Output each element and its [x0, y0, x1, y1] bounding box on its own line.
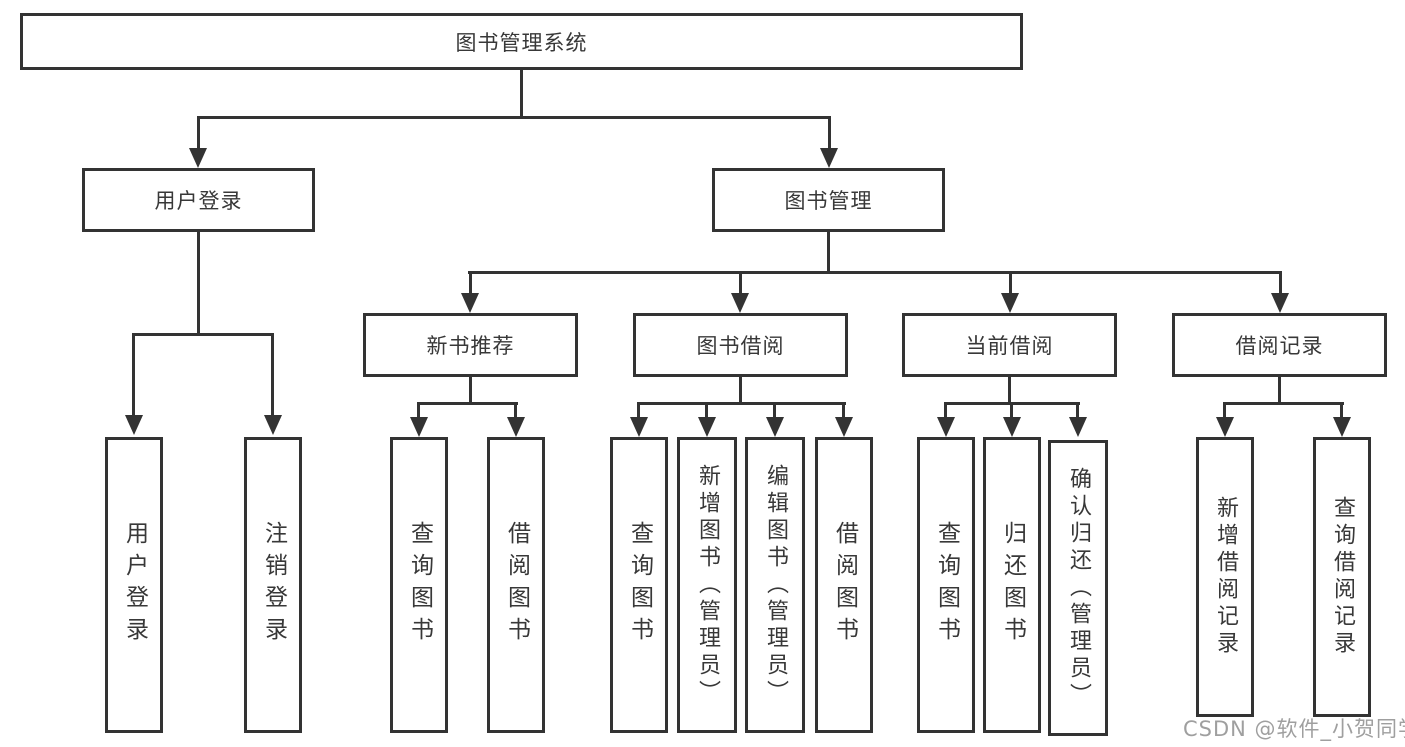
- node-current-borrow: 当前借阅: [902, 313, 1117, 377]
- connector-line: [197, 230, 200, 336]
- node-book-borrow: 图书借阅: [633, 313, 848, 377]
- arrowhead-down-icon: [125, 415, 143, 435]
- node-leaf-query-borrow-record: 查询借阅记录: [1313, 437, 1371, 717]
- connector-line: [944, 402, 947, 420]
- connector-line: [1008, 375, 1011, 405]
- node-leaf-add-borrow-record: 新增借阅记录: [1196, 437, 1254, 717]
- connector-line: [197, 116, 831, 119]
- node-borrow-record-label: 借阅记录: [1235, 334, 1324, 358]
- node-leaf-query-book-2: 查询图书: [610, 437, 668, 733]
- leaf-label: 查询图书: [626, 521, 653, 649]
- connector-line: [1009, 271, 1012, 297]
- connector-line: [637, 402, 640, 420]
- connector-line: [1010, 402, 1013, 420]
- arrowhead-down-icon: [189, 148, 207, 168]
- leaf-label: 编辑图书（管理员）: [763, 463, 788, 707]
- node-leaf-query-book-3: 查询图书: [917, 437, 975, 733]
- arrowhead-down-icon: [731, 293, 749, 313]
- node-leaf-query-book-1: 查询图书: [390, 437, 448, 733]
- connector-line: [842, 402, 845, 420]
- connector-line: [637, 402, 846, 405]
- node-leaf-borrow-book-1: 借阅图书: [487, 437, 545, 733]
- node-leaf-confirm-return-admin: 确认归还（管理员）: [1048, 440, 1108, 736]
- arrowhead-down-icon: [461, 293, 479, 313]
- connector-line: [1279, 271, 1282, 297]
- arrowhead-down-icon: [766, 417, 784, 437]
- arrowhead-down-icon: [507, 417, 525, 437]
- connector-line: [271, 333, 274, 417]
- connector-line: [520, 68, 523, 119]
- connector-line: [514, 402, 517, 420]
- connector-line: [469, 271, 472, 297]
- leaf-label: 新增借阅记录: [1213, 496, 1238, 658]
- node-leaf-edit-book-admin: 编辑图书（管理员）: [745, 437, 805, 733]
- arrowhead-down-icon: [820, 148, 838, 168]
- arrowhead-down-icon: [1003, 417, 1021, 437]
- arrowhead-down-icon: [1216, 417, 1234, 437]
- connector-line: [828, 116, 831, 152]
- node-book-management: 图书管理: [712, 168, 945, 232]
- arrowhead-down-icon: [1333, 417, 1351, 437]
- connector-line: [469, 375, 472, 405]
- node-user-login-label: 用户登录: [154, 189, 243, 213]
- node-leaf-return-book: 归还图书: [983, 437, 1041, 733]
- node-new-book-recommend-label: 新书推荐: [426, 334, 515, 358]
- arrowhead-down-icon: [1069, 417, 1087, 437]
- arrowhead-down-icon: [264, 415, 282, 435]
- node-root-system: 图书管理系统: [20, 13, 1023, 70]
- node-book-borrow-label: 图书借阅: [696, 334, 785, 358]
- node-leaf-borrow-book-2: 借阅图书: [815, 437, 873, 733]
- node-leaf-user-login: 用户登录: [105, 437, 163, 733]
- leaf-label: 查询借阅记录: [1330, 496, 1355, 658]
- connector-line: [827, 230, 830, 274]
- csdn-watermark: CSDN @软件_小贺同学: [1183, 717, 1405, 741]
- leaf-label: 查询图书: [933, 521, 960, 649]
- connector-line: [739, 375, 742, 405]
- connector-line: [417, 402, 420, 420]
- arrowhead-down-icon: [1001, 293, 1019, 313]
- connector-line: [1223, 402, 1344, 405]
- connector-line: [468, 271, 1282, 274]
- node-new-book-recommend: 新书推荐: [363, 313, 578, 377]
- node-borrow-record: 借阅记录: [1172, 313, 1387, 377]
- leaf-label: 注销登录: [260, 521, 287, 649]
- arrowhead-down-icon: [698, 417, 716, 437]
- connector-line: [417, 402, 518, 405]
- connector-line: [1076, 402, 1079, 420]
- connector-line: [133, 333, 274, 336]
- arrowhead-down-icon: [1271, 293, 1289, 313]
- connector-line: [132, 333, 135, 417]
- node-leaf-add-book-admin: 新增图书（管理员）: [677, 437, 737, 733]
- arrowhead-down-icon: [630, 417, 648, 437]
- connector-line: [773, 402, 776, 420]
- connector-line: [705, 402, 708, 420]
- arrowhead-down-icon: [835, 417, 853, 437]
- leaf-label: 新增图书（管理员）: [695, 463, 720, 707]
- node-current-borrow-label: 当前借阅: [965, 334, 1054, 358]
- leaf-label: 用户登录: [121, 521, 148, 649]
- arrowhead-down-icon: [410, 417, 428, 437]
- connector-line: [739, 271, 742, 297]
- connector-line: [197, 116, 200, 152]
- arrowhead-down-icon: [937, 417, 955, 437]
- connector-line: [1278, 375, 1281, 405]
- leaf-label: 归还图书: [999, 521, 1026, 649]
- node-book-management-label: 图书管理: [784, 189, 873, 213]
- leaf-label: 借阅图书: [503, 521, 530, 649]
- leaf-label: 借阅图书: [831, 521, 858, 649]
- node-user-login: 用户登录: [82, 168, 315, 232]
- leaf-label: 确认归还（管理员）: [1066, 466, 1091, 710]
- leaf-label: 查询图书: [406, 521, 433, 649]
- connector-line: [1223, 402, 1226, 420]
- node-leaf-logout: 注销登录: [244, 437, 302, 733]
- node-root-label: 图书管理系统: [455, 30, 588, 55]
- connector-line: [1340, 402, 1343, 420]
